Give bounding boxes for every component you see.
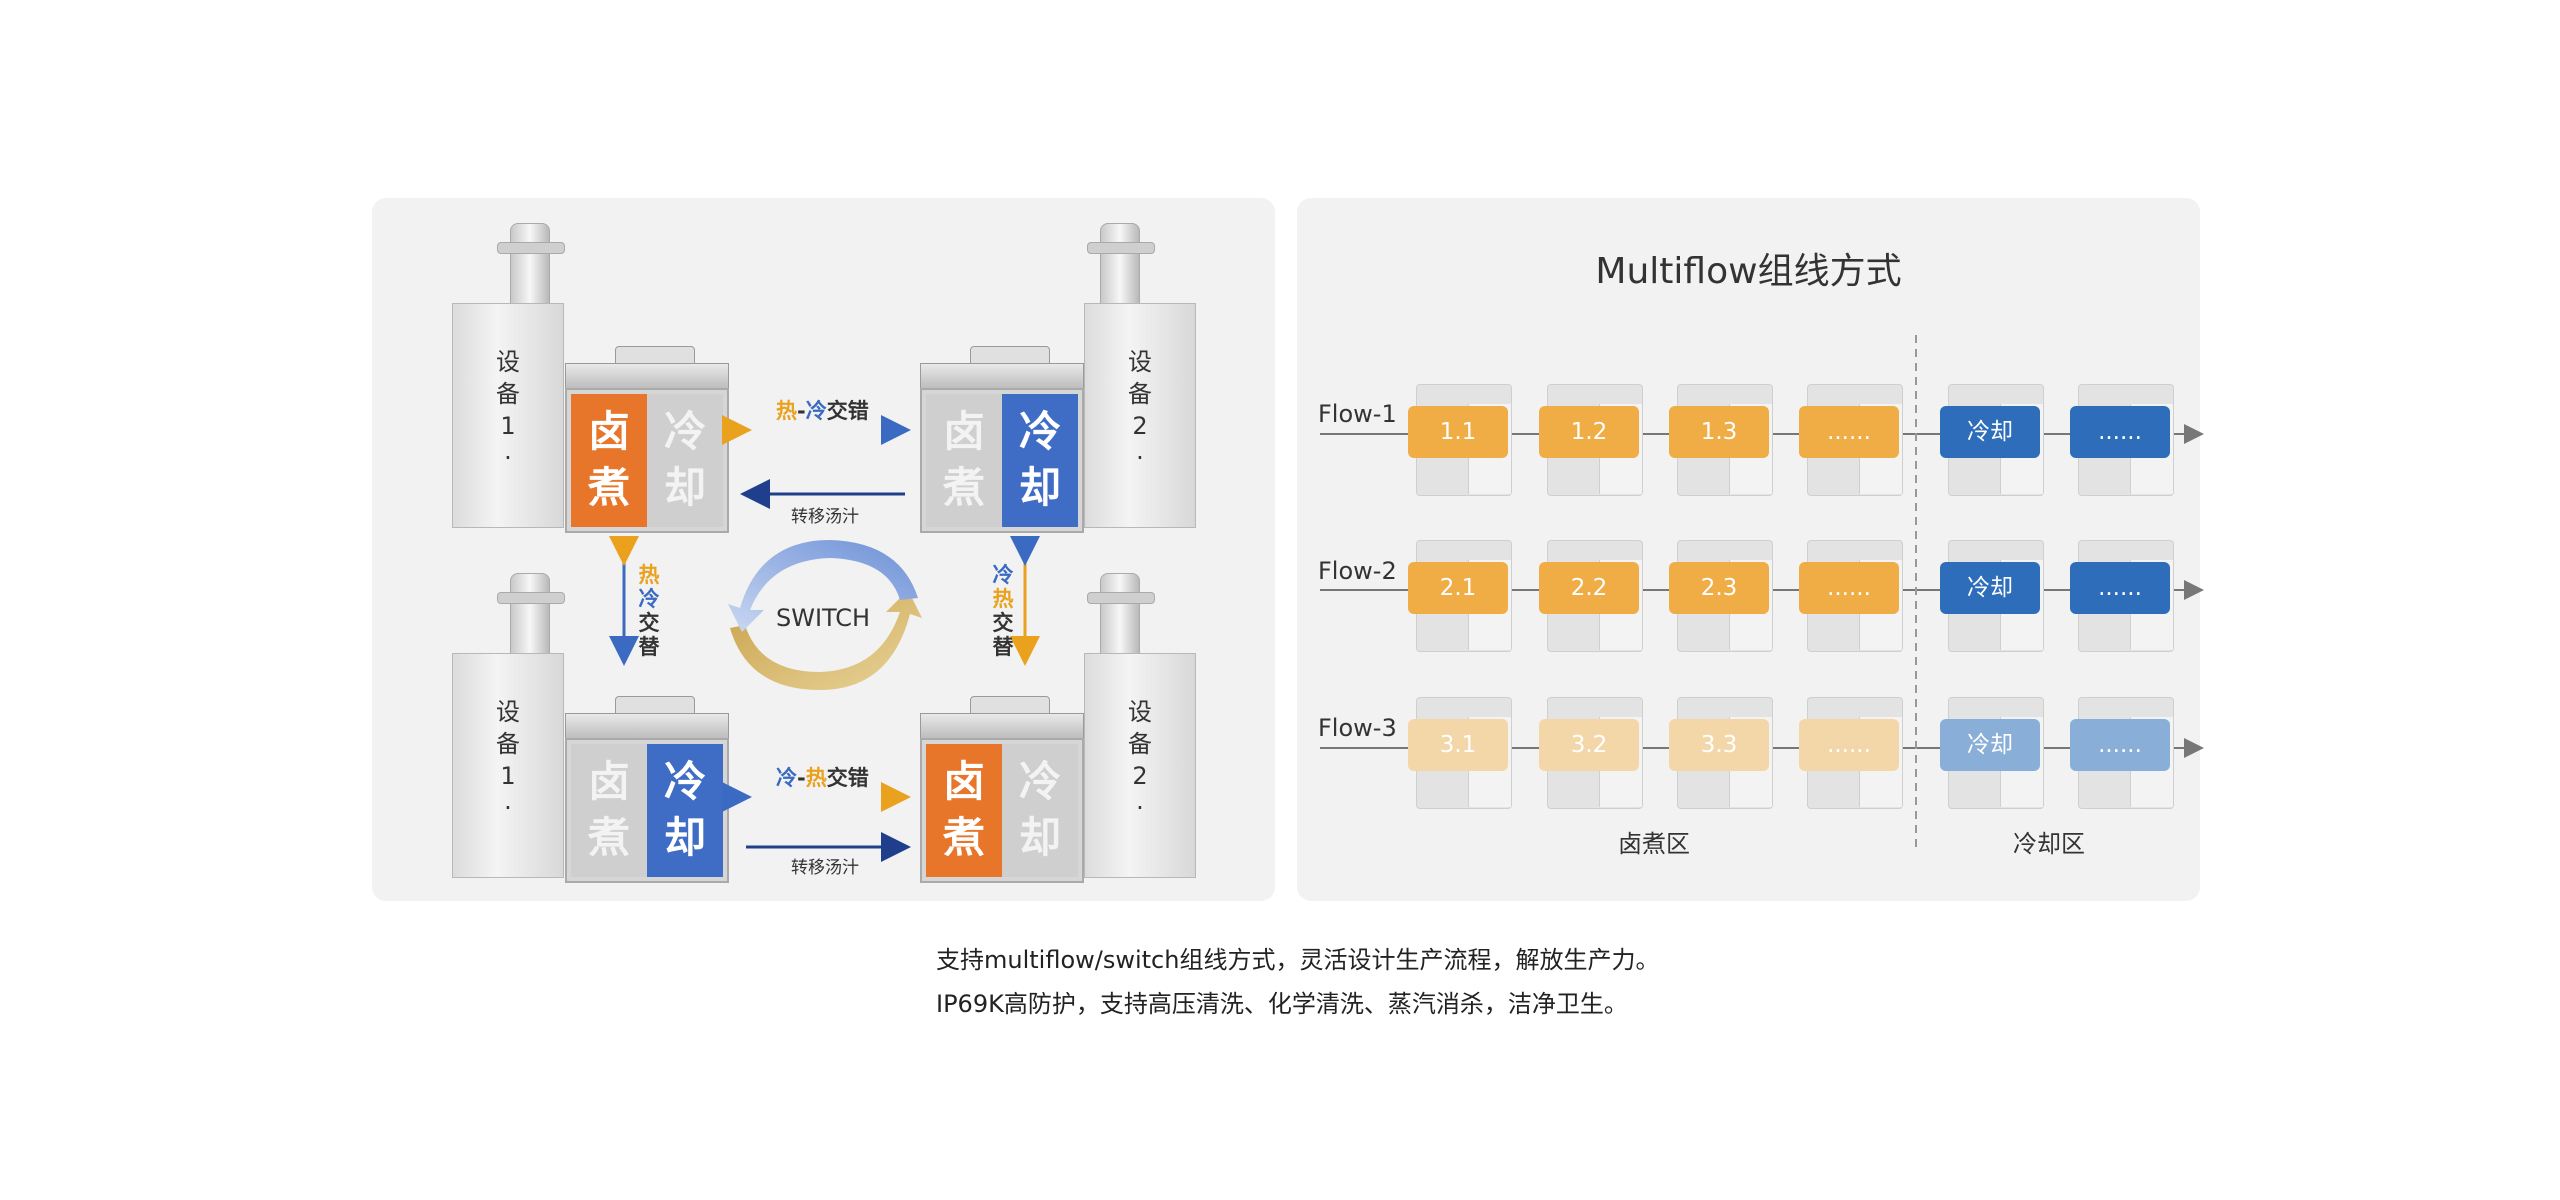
flow-station: 1.2	[1539, 384, 1643, 496]
flow-station: ......	[2070, 384, 2174, 496]
flow-station: 1.1	[1408, 384, 1512, 496]
braise-half: 卤 煮	[571, 394, 647, 527]
station-box: 冷却	[1940, 406, 2040, 458]
cooling-zone-label: 冷却区	[2013, 830, 2085, 858]
station-box: 冷却	[1940, 562, 2040, 614]
hot-word: 热	[638, 563, 660, 587]
tank-rim	[565, 713, 729, 739]
exchange-word: 交错	[826, 766, 869, 790]
dash: -	[797, 399, 806, 423]
caption-line-1: 支持multiflow/switch组线方式，灵活设计生产流程，解放生产力。	[936, 946, 1660, 974]
flow-station: ......	[1799, 540, 1903, 652]
flow-station: 冷却	[1940, 697, 2044, 809]
flow-station: 3.2	[1539, 697, 1643, 809]
station-box: 2.3	[1669, 562, 1769, 614]
bottom-transfer-label: 转移汤汁	[791, 858, 859, 878]
machine-2-bottom: 卤 煮 冷 却 设 备 2 ·	[920, 568, 1662, 888]
flow-station: 冷却	[1940, 384, 2044, 496]
steam-pipe	[1087, 223, 1155, 308]
steam-pipe	[1087, 573, 1155, 658]
cold-word: 冷	[992, 563, 1014, 587]
device-cabinet: 设 备 1 ·	[452, 303, 564, 528]
machine-1-top: 设 备 1 · 卤 煮 冷 却	[450, 218, 1192, 538]
flow-station: ......	[1799, 384, 1903, 496]
station-box: ......	[2070, 562, 2170, 614]
flow-station: 冷却	[1940, 540, 2044, 652]
cool-half: 冷 却	[1002, 394, 1078, 527]
flow-station: ......	[1799, 697, 1903, 809]
cold-word: 冷	[805, 399, 827, 423]
cool-half: 冷 却	[647, 394, 723, 527]
braise-half: 卤 煮	[571, 744, 647, 877]
steam-pipe	[497, 223, 565, 308]
station-box: 3.1	[1408, 719, 1508, 771]
flow-2-label: Flow-2	[1318, 557, 1397, 585]
flow-3-label: Flow-3	[1318, 714, 1397, 742]
bottom-exchange-label: 冷-热交错	[776, 762, 869, 792]
flow-1-label: Flow-1	[1318, 400, 1397, 428]
tank: 卤 煮 冷 却	[920, 738, 1084, 883]
steam-pipe	[497, 573, 565, 658]
braise-zone-label: 卤煮区	[1618, 830, 1690, 858]
flow-station: ......	[2070, 697, 2174, 809]
caption-line-2: IP69K高防护，支持高压清洗、化学清洗、蒸汽消杀，洁净卫生。	[936, 990, 1628, 1018]
station-box: 2.2	[1539, 562, 1639, 614]
device-cabinet: 设 备 1 ·	[452, 653, 564, 878]
tank: 卤 煮 冷 却	[565, 738, 729, 883]
dash: -	[797, 766, 806, 790]
alternate-word: 交替	[992, 611, 1014, 659]
station-box: 3.2	[1539, 719, 1639, 771]
machine-2-top: 卤 煮 冷 却 设 备 2 ·	[920, 218, 1662, 538]
top-exchange-label: 热-冷交错	[776, 395, 869, 425]
flow-station: 3.1	[1408, 697, 1512, 809]
station-box: 3.3	[1669, 719, 1769, 771]
cold-word: 冷	[638, 587, 660, 611]
flow-station: 3.3	[1669, 697, 1773, 809]
station-box: ......	[2070, 406, 2170, 458]
hot-word: 热	[776, 399, 797, 423]
switch-label: SWITCH	[776, 604, 871, 632]
multiflow-title: Multiflow组线方式	[1595, 251, 1902, 292]
exchange-word: 交错	[826, 399, 869, 423]
cool-half: 冷 却	[1002, 744, 1078, 877]
alternate-word: 交替	[638, 611, 660, 659]
braise-half: 卤 煮	[926, 394, 1002, 527]
station-box: 2.1	[1408, 562, 1508, 614]
cool-half: 冷 却	[647, 744, 723, 877]
tank: 卤 煮 冷 却	[565, 388, 729, 533]
station-box: ......	[1799, 562, 1899, 614]
captions: 支持multiflow/switch组线方式，灵活设计生产流程，解放生产力。 I…	[936, 938, 1659, 1026]
device-label: 设 备 2 ·	[1128, 348, 1152, 472]
station-box: 冷却	[1940, 719, 2040, 771]
cold-word: 冷	[776, 766, 797, 790]
flow-station: ......	[2070, 540, 2174, 652]
flow-station: 1.3	[1669, 384, 1773, 496]
tank-rim	[920, 363, 1084, 389]
station-box: ......	[2070, 719, 2170, 771]
tank: 卤 煮 冷 却	[920, 388, 1084, 533]
station-box: ......	[1799, 719, 1899, 771]
device-label: 设 备 2 ·	[1128, 698, 1152, 822]
hot-word: 热	[805, 766, 827, 790]
top-transfer-label: 转移汤汁	[791, 507, 859, 527]
station-box: 1.2	[1539, 406, 1639, 458]
device-label: 设 备 1 ·	[496, 348, 520, 472]
flow-station: 2.3	[1669, 540, 1773, 652]
left-vertical-label: 热 冷 交替	[636, 563, 662, 659]
device-cabinet: 设 备 2 ·	[1084, 303, 1196, 528]
station-box: 1.3	[1669, 406, 1769, 458]
right-vertical-label: 冷 热 交替	[990, 563, 1016, 659]
device-label: 设 备 1 ·	[496, 698, 520, 822]
switch-arrow-top	[728, 540, 918, 632]
station-box: 1.1	[1408, 406, 1508, 458]
switch-arrow-bottom	[730, 590, 922, 690]
station-box: ......	[1799, 406, 1899, 458]
machine-1-bottom: 设 备 1 · 卤 煮 冷 却	[450, 568, 1192, 888]
device-cabinet: 设 备 2 ·	[1084, 653, 1196, 878]
braise-half: 卤 煮	[926, 744, 1002, 877]
flow-station: 2.2	[1539, 540, 1643, 652]
hot-word: 热	[992, 587, 1014, 611]
flow-station: 2.1	[1408, 540, 1512, 652]
